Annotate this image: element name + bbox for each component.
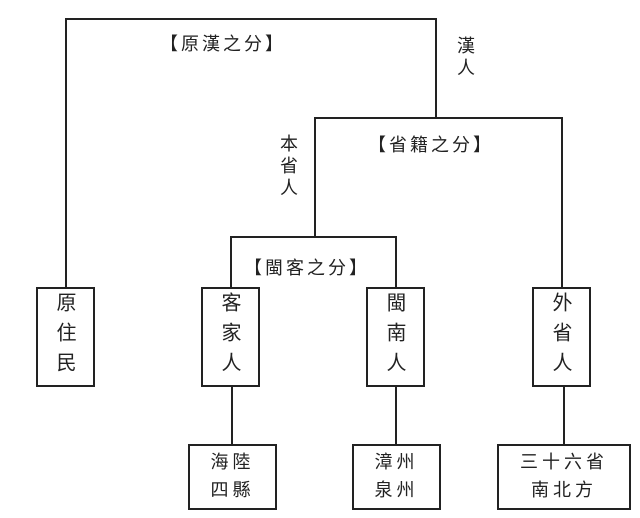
- group-aboriginal: 原住民: [36, 287, 95, 387]
- connector-line: [65, 18, 437, 20]
- group-label: 閩南人: [383, 292, 407, 382]
- connector-line: [230, 236, 397, 238]
- label-han-ren: 漢人: [454, 36, 475, 80]
- connector-line: [563, 386, 565, 445]
- connector-line: [395, 386, 397, 445]
- connector-line: [435, 18, 437, 119]
- origin-label: 三十六省 南北方: [520, 452, 608, 501]
- group-label: 原住民: [53, 292, 77, 382]
- group-minnan: 閩南人: [366, 287, 425, 387]
- connector-line: [230, 236, 232, 288]
- origin-minnan: 漳州 泉州: [352, 444, 441, 510]
- origin-label: 海陸 四縣: [210, 452, 255, 501]
- connector-line: [231, 386, 233, 445]
- group-hakka: 客家人: [201, 287, 260, 387]
- origin-hakka: 海陸 四縣: [188, 444, 277, 510]
- group-label: 客家人: [218, 292, 242, 382]
- label-sheng-ji: 【省籍之分】: [368, 135, 494, 156]
- origin-label: 漳州 泉州: [374, 452, 419, 501]
- connector-line: [314, 117, 316, 238]
- origin-waisheng: 三十六省 南北方: [497, 444, 631, 510]
- group-waisheng: 外省人: [532, 287, 591, 387]
- label-yuan-han: 【原漢之分】: [160, 34, 286, 55]
- connector-line: [314, 117, 563, 119]
- connector-line: [65, 18, 67, 288]
- group-label: 外省人: [549, 292, 573, 382]
- connector-line: [561, 117, 563, 288]
- connector-line: [395, 236, 397, 288]
- label-min-ke: 【閩客之分】: [244, 258, 370, 279]
- label-ben-sheng-ren: 本省人: [277, 134, 298, 200]
